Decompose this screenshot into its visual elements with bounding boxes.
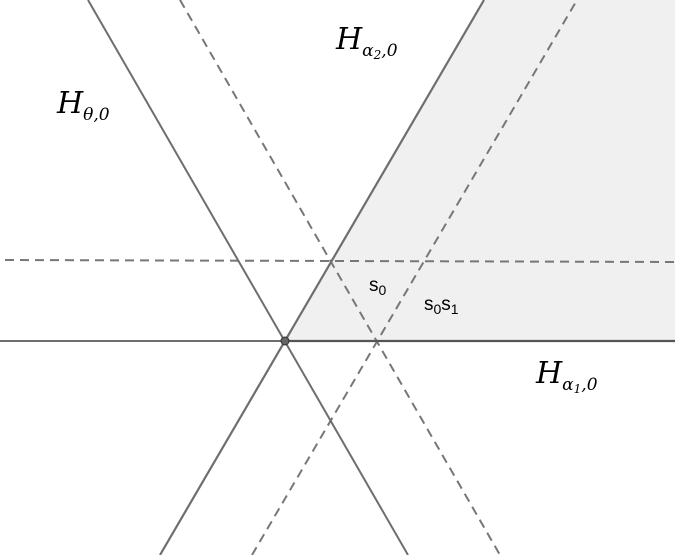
label-h-alpha1-idx: 1 bbox=[573, 382, 582, 396]
label-s0-index: 0 bbox=[378, 282, 387, 298]
label-h-alpha1-tail: ,0 bbox=[581, 375, 598, 395]
label-s0s1-letter2: s bbox=[441, 294, 451, 315]
origin-point bbox=[280, 336, 290, 346]
label-h-theta-sub: θ,0 bbox=[83, 105, 110, 125]
label-s0: s0 bbox=[369, 275, 386, 298]
label-h-alpha2-tail: ,0 bbox=[381, 41, 398, 61]
label-h-alpha1-sym: α bbox=[562, 375, 574, 395]
label-s0s1-letter1: s bbox=[424, 294, 434, 315]
label-s0s1-index2: 1 bbox=[450, 301, 459, 317]
label-h-alpha2-sub: α2,0 bbox=[362, 41, 398, 62]
label-h-alpha1-sub: α1,0 bbox=[562, 375, 598, 396]
label-s0s1: s0s1 bbox=[424, 294, 459, 317]
label-h-alpha2: Hα2,0 bbox=[336, 22, 398, 62]
label-h-alpha2-sym: α bbox=[362, 41, 374, 61]
label-s0s1-index1: 0 bbox=[433, 301, 442, 317]
label-h-theta: Hθ,0 bbox=[57, 86, 110, 125]
label-s0-letter: s bbox=[369, 275, 379, 296]
line-h-theta bbox=[87, 0, 409, 555]
label-h-alpha1: Hα1,0 bbox=[536, 356, 598, 396]
label-h-alpha2-idx: 2 bbox=[373, 48, 382, 62]
label-h-alpha2-base: H bbox=[336, 22, 363, 57]
label-h-alpha1-base: H bbox=[536, 356, 563, 391]
dashed-line-horizontal bbox=[4, 259, 675, 263]
line-h-alpha2 bbox=[159, 0, 485, 555]
shaded-region bbox=[285, 0, 675, 341]
dashed-line-ascending bbox=[251, 0, 578, 555]
label-h-theta-base: H bbox=[57, 86, 84, 121]
dashed-line-descending bbox=[179, 0, 501, 555]
